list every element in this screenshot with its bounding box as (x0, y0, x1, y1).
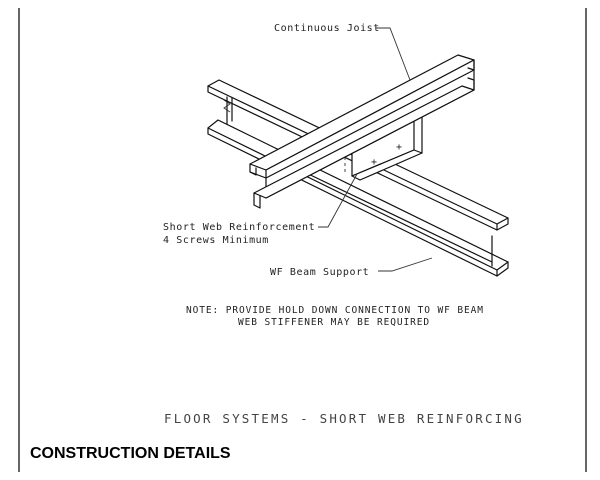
wf-beam-break-mark (223, 99, 231, 113)
note-line-2: WEB STIFFENER MAY BE REQUIRED (238, 317, 430, 328)
joist-flange-line (265, 69, 475, 179)
label-screws-minimum: 4 Screws Minimum (163, 235, 269, 246)
label-wf-beam-support: WF Beam Support (270, 267, 369, 278)
note-line-1: NOTE: PROVIDE HOLD DOWN CONNECTION TO WF… (186, 305, 484, 316)
wf-beam-top-flange-end (496, 217, 509, 231)
label-short-web-reinforcement: Short Web Reinforcement (163, 222, 315, 233)
wf-beam-bottom-flange-edge (207, 127, 498, 277)
page-heading: CONSTRUCTION DETAILS (30, 445, 231, 462)
joist-lip-line (249, 171, 267, 179)
joist-far-bottom-lip (467, 77, 475, 91)
screw-mark: + (396, 142, 403, 153)
screw-mark: + (371, 157, 378, 168)
leader-continuous-joist (376, 27, 411, 81)
drawing-title: FLOOR SYSTEMS - SHORT WEB REINFORCING (164, 411, 524, 426)
label-continuous-joist: Continuous Joist (274, 23, 380, 34)
leader-wf-beam-support (378, 257, 433, 272)
wf-beam-bottom-flange-end (496, 261, 509, 277)
continuous-joist (249, 54, 475, 209)
joist-bottom-lip (253, 192, 261, 209)
joist-bottom-flange (253, 85, 475, 199)
wf-beam-web-bottom-line (299, 169, 493, 263)
leader-short-web-reinforcement (318, 173, 358, 228)
